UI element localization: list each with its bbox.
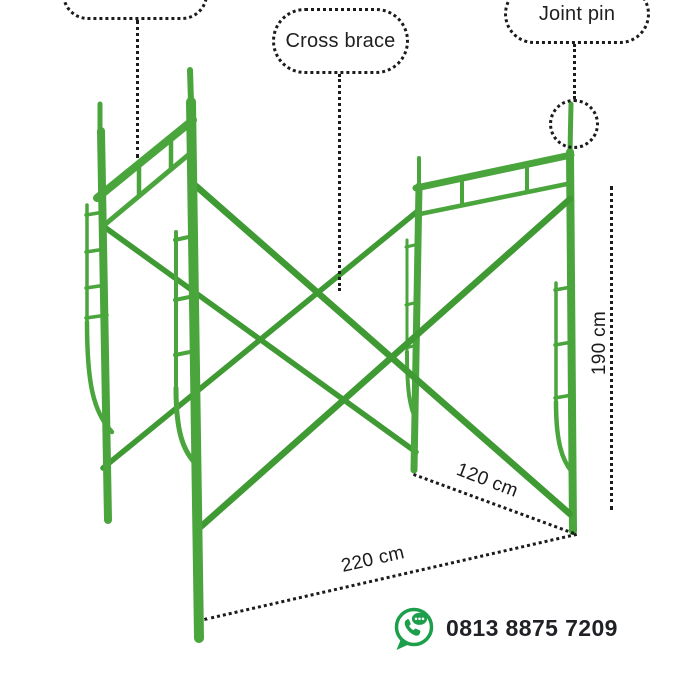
dimension-label-height: 190 cm — [589, 310, 610, 376]
cross-braces-front — [192, 182, 574, 535]
cross-braces-rear — [100, 207, 422, 471]
dimension-line-height — [610, 186, 613, 510]
callout-joint-pin: Joint pin — [504, 0, 650, 44]
left-end-frame — [84, 67, 204, 643]
phone-number: 0813 8875 7209 — [446, 614, 618, 641]
chat-bubble-tail — [396, 639, 409, 650]
callout-cross-brace-leader-line — [338, 74, 341, 291]
whatsapp-icon — [394, 607, 434, 650]
callout-top-left-partial — [62, 0, 208, 20]
phone-handset-glyph — [404, 618, 421, 636]
right-end-frame — [404, 101, 577, 535]
whatsapp-contact: 0813 8875 7209 — [391, 605, 618, 651]
callout-cross-brace: Cross brace — [272, 8, 409, 74]
callout-top-left-leader-line — [136, 20, 139, 158]
callout-joint-pin-leader-line — [573, 44, 576, 99]
joint-pin-front-left — [187, 67, 194, 105]
joint-pin-highlight-circle — [549, 99, 599, 149]
callout-cross-brace-label: Cross brace — [285, 29, 396, 52]
callout-joint-pin-label: Joint pin — [538, 2, 616, 25]
